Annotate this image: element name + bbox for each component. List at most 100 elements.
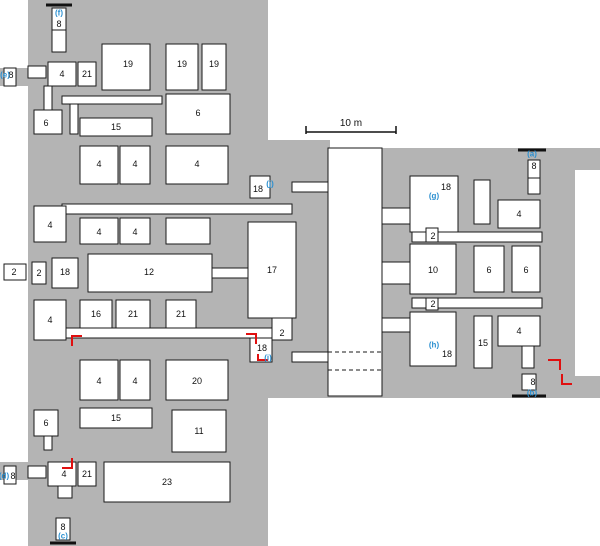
room-8-south [55,517,71,541]
courtyard-void [575,170,600,376]
annex-sw [27,465,47,479]
marker-f: (f) [55,9,63,18]
label-4: 4 [516,209,521,219]
room-4-n1 [79,145,119,185]
label-15: 15 [478,338,488,348]
label-8: 8 [8,70,13,80]
corridors [43,29,543,499]
label-19: 19 [177,59,187,69]
room-4-e1 [497,199,541,229]
marker-h: (h) [429,341,440,350]
room-21-sw [77,461,97,487]
label-8: 8 [56,19,61,29]
label-4: 4 [47,315,52,325]
label-4: 4 [96,159,101,169]
room-2-west-b [31,261,47,285]
room-6-e1 [473,245,505,293]
annex-nw [27,65,47,79]
room-15-south [79,407,153,429]
room-2-e1 [425,227,439,243]
label-2: 2 [430,299,435,309]
room-15-e [473,315,493,369]
room-2-west [3,263,27,281]
central-corridor [327,147,383,397]
label-18: 18 [60,267,70,277]
room-4-e2 [497,315,541,347]
marker-labels: (a) (b) (c) (d) (e) (f) (g) (h) (i) (j) [0,9,537,541]
marker-g: (g) [429,192,440,201]
marker-a: (a) [527,150,537,159]
rooms [3,7,541,541]
label-6: 6 [43,418,48,428]
room-10 [409,243,457,295]
room-6-e2 [511,245,541,293]
scale-bar: 10 m [305,118,397,134]
label-4: 4 [61,469,66,479]
room-6-nw [33,109,63,135]
label-23: 23 [162,477,172,487]
room-19-a [101,43,151,91]
label-21: 21 [82,469,92,479]
label-6: 6 [43,118,48,128]
label-15: 15 [111,413,121,423]
doors [46,3,546,545]
room-19-b [165,43,199,91]
label-18: 18 [257,343,267,353]
label-15: 15 [111,122,121,132]
label-6: 6 [195,108,200,118]
room-11 [171,409,227,453]
corridor-e-1 [473,179,491,225]
room-4-s2 [119,359,151,401]
room-blank-c [165,217,211,245]
label-4: 4 [96,376,101,386]
room-17 [247,221,297,319]
room-6-north [165,93,231,135]
label-4: 4 [59,69,64,79]
marker-c: (c) [58,532,68,541]
label-19: 19 [123,59,133,69]
label-8: 8 [531,161,536,171]
label-11: 11 [194,426,203,436]
room-4-w1 [33,205,67,243]
label-2: 2 [430,231,435,241]
room-8-b [521,373,537,391]
marker-j: (j) [266,180,274,189]
label-18: 18 [442,349,452,359]
marker-d: (d) [0,472,9,481]
label-4: 4 [132,227,137,237]
room-21-c2 [165,299,197,329]
room-21-nw [77,61,97,87]
room-4-n2 [119,145,151,185]
room-8-sw-west [3,465,17,485]
label-20: 20 [192,376,202,386]
room-20 [165,359,229,401]
label-4: 4 [132,376,137,386]
label-18: 18 [253,184,263,194]
room-18-west [51,257,79,289]
label-2: 2 [11,267,16,277]
room-16 [79,299,113,329]
room-18-j [249,175,271,199]
room-4-n3 [165,145,229,185]
label-4: 4 [516,326,521,336]
label-21: 21 [176,309,186,319]
room-21-c1 [115,299,151,329]
room-8-a [527,159,541,179]
label-2: 2 [36,268,41,278]
label-19: 19 [209,59,219,69]
room-15-north [79,117,153,137]
label-6: 6 [486,265,491,275]
room-8-north [51,7,67,31]
label-18: 18 [441,182,451,192]
room-12 [87,253,213,293]
room-4-w2 [33,299,67,341]
room-23 [103,461,231,503]
label-12: 12 [144,267,154,277]
room-19-c [201,43,227,91]
marker-i: (i) [264,354,272,363]
room-4-s1 [79,359,119,401]
label-4: 4 [47,220,52,230]
room-labels: 8 4 21 8 6 19 19 19 15 6 4 4 4 4 4 4 2 2… [8,19,536,532]
label-21: 21 [82,69,92,79]
label-2: 2 [279,328,284,338]
